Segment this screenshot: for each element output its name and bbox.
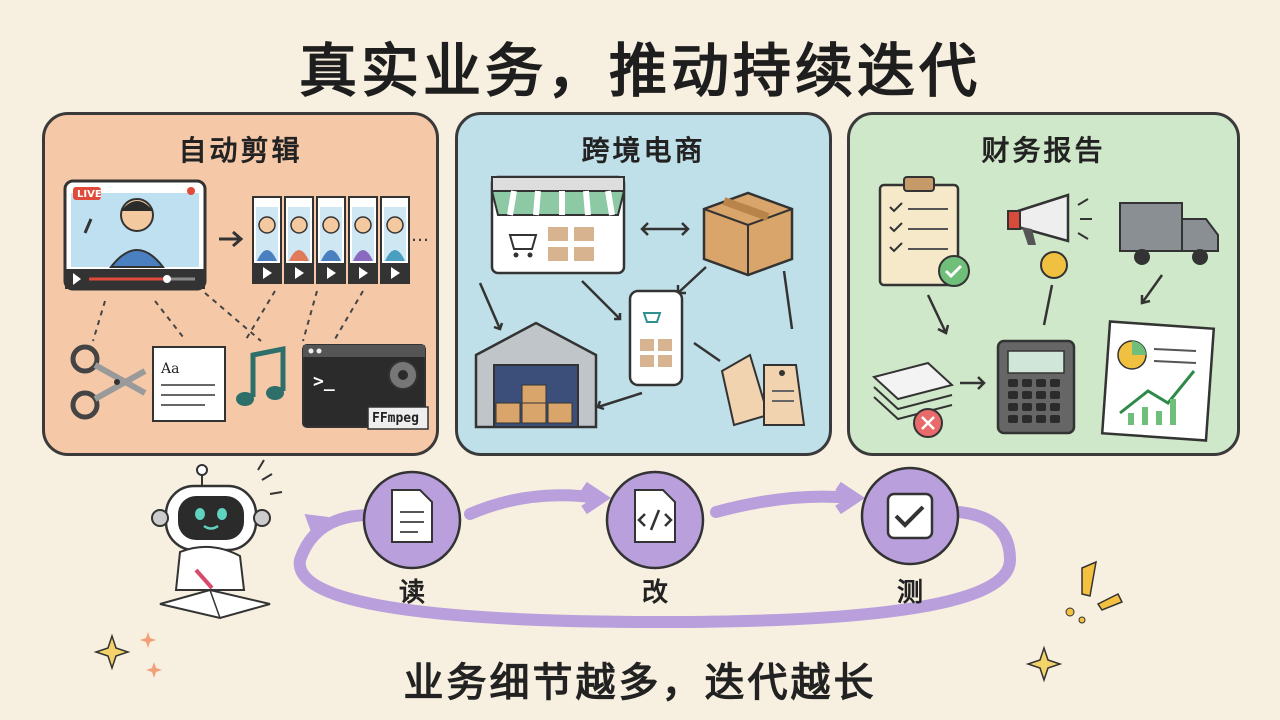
robot-writing-icon [151,459,283,620]
cycle-step-label: 改 [641,578,668,608]
page-title: 真实业务，推动持续迭代 [298,37,981,105]
report-chart-icon [1100,320,1216,442]
text-icon-label: Aa [160,361,179,377]
panel-title-auto-editing: 自动剪辑 [178,134,303,167]
step-read [362,470,462,570]
music-note-icon [236,345,286,406]
svg-text:…: … [411,225,429,246]
package-box-icon [702,191,794,277]
arrow-icon [219,230,244,248]
checkbox-icon [886,492,934,540]
step-modify [605,470,705,570]
calculator-icon [996,339,1076,435]
delivery-truck-icon [1119,202,1219,265]
scissors-icon [70,344,147,420]
cycle-step-label: 测 [896,578,923,608]
price-tags-icon [720,353,806,427]
dashed-arrows [92,290,364,342]
film-clips-icon [252,196,410,284]
video-player-icon: LIVE [63,179,207,291]
document-icon [391,489,433,543]
text-document-icon: Aa [152,346,226,422]
warehouse-icon [474,321,598,429]
panel-cross-border-ecommerce: 跨境电商 [455,112,832,456]
paper-stack-icon [871,361,955,438]
storefront-icon [490,175,626,275]
footer-caption: 业务细节越多，迭代越长 [403,660,877,706]
cycle-step-label: 读 [398,578,425,608]
step-test [860,466,960,566]
ffmpeg-label: FFmpeg [372,411,419,426]
panel-title-cross-border-ecommerce: 跨境电商 [581,134,706,167]
panel-financial-reports: 财务报告 [847,112,1240,456]
terminal-prompt: >_ [313,371,335,392]
live-badge: LIVE [77,189,102,200]
panel-title-financial-reports: 财务报告 [981,134,1106,167]
code-file-icon [634,489,676,543]
terminal-icon: >_ FFmpeg [302,344,429,430]
clipboard-checklist-icon [878,176,970,287]
megaphone-icon [1007,193,1092,279]
smartphone-icon [628,289,684,387]
panel-auto-editing: 自动剪辑 LIVE … [42,112,439,456]
